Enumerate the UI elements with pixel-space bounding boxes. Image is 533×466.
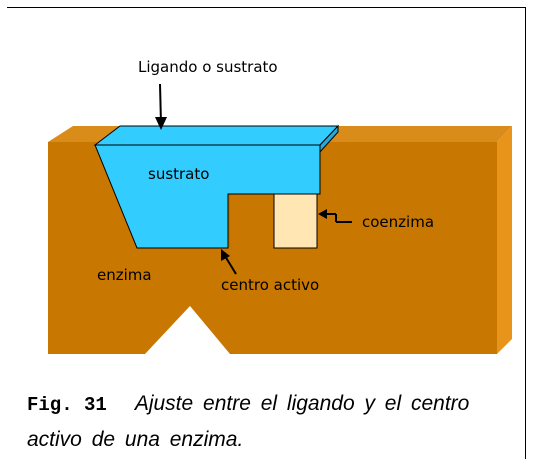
figure-frame [7, 7, 526, 459]
coenzyme-arrow [318, 209, 352, 223]
coenzyme-label: coenzima [362, 213, 434, 231]
ligand-label: Ligando o sustrato [138, 58, 278, 76]
active-site-arrow [221, 249, 237, 275]
figure-number: Fig. 31 [27, 394, 107, 416]
enzyme-label: enzima [97, 266, 152, 284]
ligand-arrow [155, 83, 167, 130]
active-site-label: centro activo [221, 276, 319, 294]
figure-caption-text: Ajuste entre el ligando y el centro acti… [27, 392, 470, 451]
enzyme-side-face [497, 126, 512, 354]
substrate-top-face [93, 125, 340, 146]
substrate-label: sustrato [148, 165, 209, 183]
coenzyme-shape [273, 193, 318, 249]
substrate-front-face [94, 144, 321, 249]
